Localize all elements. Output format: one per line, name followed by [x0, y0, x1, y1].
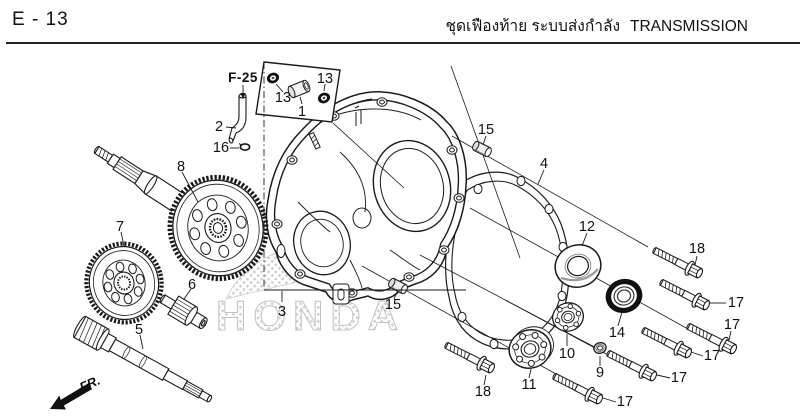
part-15-dowel-pin: [470, 139, 494, 159]
part-4-gasket: [445, 171, 570, 350]
callout-part-17-4: 17: [671, 370, 687, 386]
part-17-bolt: [603, 345, 660, 385]
part-10-bearing: [551, 302, 585, 332]
fr-direction-arrow: FR.: [50, 373, 102, 410]
callout-part-13-b: 13: [317, 71, 333, 87]
callout-part-17-5: 17: [617, 394, 633, 410]
part-16-clip: [238, 143, 251, 151]
callout-part-17-1: 17: [728, 295, 744, 311]
page-code: E - 13: [12, 9, 69, 30]
part-7-final-gear: [84, 241, 164, 325]
part-14-oil-seal: [605, 278, 643, 314]
callout-part-18-lower: 18: [475, 384, 491, 400]
watermark-text: HONDA: [216, 292, 405, 339]
callout-part-11: 11: [521, 377, 536, 393]
page-title-thai: ชุดเฟืองท้าย ระบบส่งกำลัง: [445, 18, 621, 35]
part-8-countershaft-gear: [93, 145, 269, 282]
inset-detail-box: [255, 61, 341, 123]
part-5-drive-shaft: [73, 315, 213, 403]
callout-part-2: 2: [215, 119, 223, 135]
callout-part-17-3: 17: [704, 348, 720, 364]
part-1-collar: [287, 79, 311, 99]
callout-part-14: 14: [609, 325, 625, 341]
part-2-breather-hose: [228, 93, 247, 144]
callout-part-6: 6: [188, 277, 196, 293]
callout-part-8: 8: [177, 159, 185, 175]
callout-part-16: 16: [213, 140, 229, 156]
page-title: ชุดเฟืองท้าย ระบบส่งกำลัง TRANSMISSION: [445, 13, 748, 38]
callout-part-17-2: 17: [724, 317, 740, 333]
part-3-cover: [265, 91, 468, 305]
callout-part-15-lower: 15: [385, 297, 401, 313]
page-title-en: TRANSMISSION: [630, 18, 748, 35]
callout-part-18-upper: 18: [689, 241, 705, 257]
part-9-washer: [593, 342, 607, 354]
ref-link-f25[interactable]: F-25: [228, 70, 258, 85]
part-3-bracket: [263, 62, 466, 302]
fr-label: FR.: [77, 373, 102, 395]
part-12-bearing: [554, 244, 602, 288]
callout-part-12: 12: [579, 219, 595, 235]
callout-part-4: 4: [540, 156, 548, 172]
callout-part-9: 9: [596, 365, 604, 381]
callout-part-3: 3: [278, 304, 286, 320]
callout-part-5: 5: [135, 322, 143, 338]
callout-part-7: 7: [116, 219, 124, 235]
part-17-bolt: [638, 322, 695, 362]
callout-part-1: 1: [298, 104, 306, 120]
cover-stud-icon: [308, 131, 321, 150]
leader-lines: [120, 83, 732, 403]
callout-part-15-upper: 15: [478, 122, 494, 138]
header-rule: [6, 42, 800, 44]
part-17-bolt: [656, 274, 713, 314]
callout-part-13-a: 13: [275, 90, 291, 106]
part-6-pinion: [159, 294, 208, 330]
fr-arrow-icon: [50, 382, 93, 410]
part-11-bearing: [508, 326, 554, 369]
callout-part-10: 10: [559, 346, 575, 362]
